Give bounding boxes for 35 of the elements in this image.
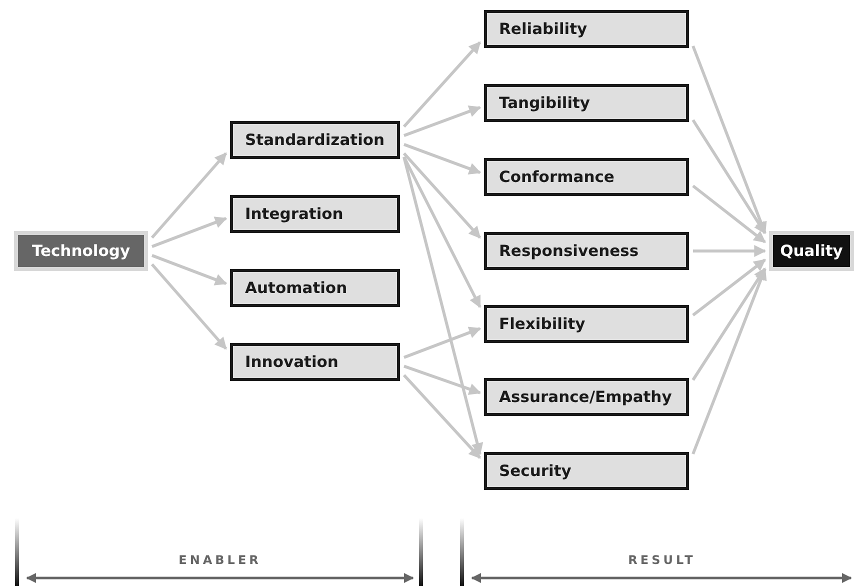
- arrow: [402, 41, 482, 128]
- terminal-box: Quality: [769, 231, 854, 271]
- section-label: RESULT: [628, 553, 696, 567]
- arrow: [151, 254, 228, 286]
- arrow: [151, 216, 228, 248]
- arrow: [403, 326, 482, 359]
- arrow: [692, 258, 766, 316]
- arrow: [150, 152, 228, 239]
- arrow: [402, 156, 482, 308]
- arrow: [403, 143, 482, 174]
- terminal-box: Technology: [14, 231, 148, 271]
- arrow: [692, 119, 766, 234]
- process-box: Assurance/Empathy: [484, 378, 689, 416]
- arrow: [404, 364, 482, 395]
- arrow: [150, 263, 228, 350]
- arrow: [692, 45, 767, 234]
- process-box: Innovation: [230, 343, 400, 381]
- process-box: Reliability: [484, 10, 689, 48]
- arrow: [693, 245, 766, 257]
- section-label: ENABLER: [178, 553, 262, 567]
- arrow: [403, 106, 482, 137]
- process-box: Security: [484, 452, 689, 490]
- arrow: [692, 184, 766, 244]
- arrow: [692, 268, 767, 455]
- arrow: [692, 268, 766, 381]
- process-box: Conformance: [484, 158, 689, 196]
- process-box: Responsiveness: [484, 232, 689, 270]
- process-box: Tangibility: [484, 84, 689, 122]
- arrow: [402, 374, 482, 459]
- process-box: Flexibility: [484, 305, 689, 343]
- process-box: Automation: [230, 269, 400, 307]
- arrow: [402, 152, 482, 239]
- arrow: [402, 156, 484, 456]
- process-box: Integration: [230, 195, 400, 233]
- process-box: Standardization: [230, 121, 400, 159]
